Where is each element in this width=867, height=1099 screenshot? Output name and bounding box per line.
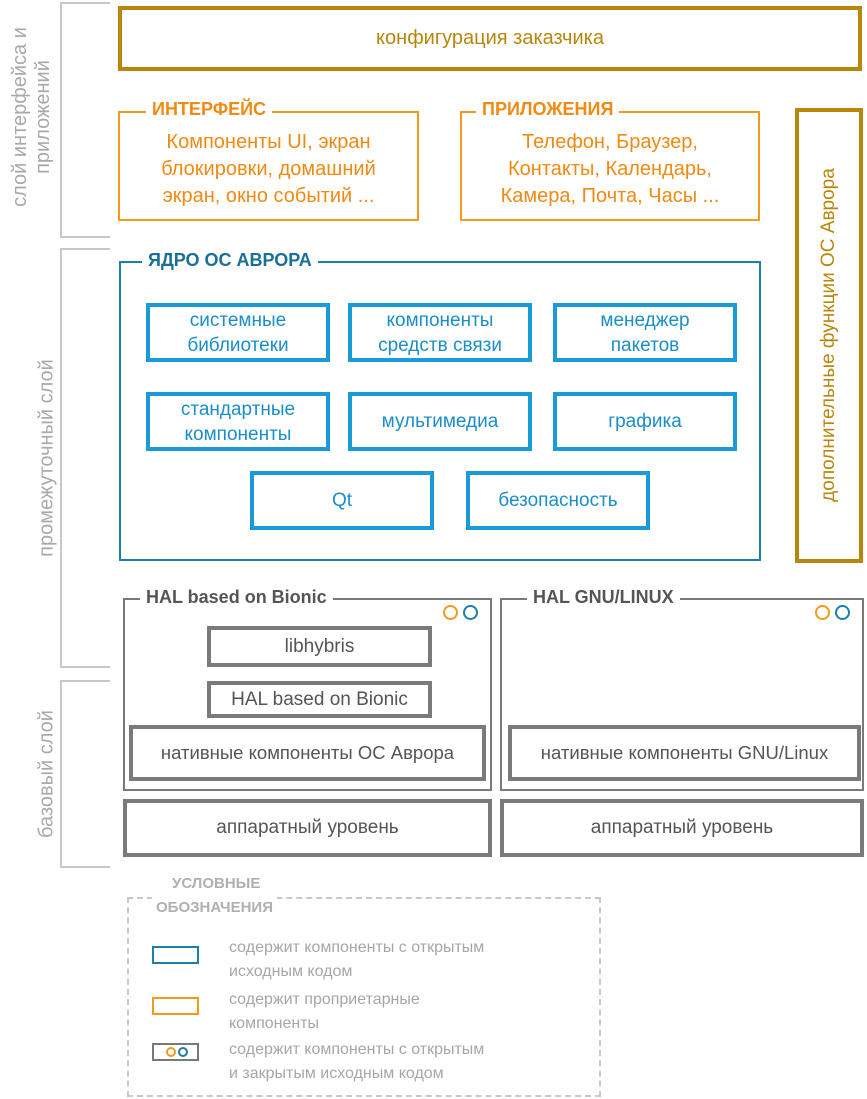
module-package-manager-line1: менеджер <box>600 309 690 331</box>
hal-gnu-frame <box>500 598 864 791</box>
interface-title: ИНТЕРФЕЙС <box>146 99 273 120</box>
proprietary-circle-icon <box>166 1047 176 1057</box>
layer-bracket-base <box>60 680 110 868</box>
module-communication-line2: средств связи <box>378 334 502 356</box>
hardware-left-box: аппаратный уровень <box>123 799 492 857</box>
hal-bionic-mixed-indicator <box>443 604 483 622</box>
proprietary-circle-icon <box>443 605 458 620</box>
legend-item-mixed-line2: и закрытым исходным кодом <box>229 1065 444 1082</box>
interface-line-2: блокировки, домашний <box>161 157 376 180</box>
module-standard-components-line2: компоненты <box>184 423 292 445</box>
interface-line-3: экран, окно событий ... <box>162 184 375 207</box>
module-system-libraries-line2: библиотеки <box>187 334 289 356</box>
layer-label-base: базовый слой <box>35 710 58 838</box>
hal-bionic-box-label: HAL based on Bionic <box>231 688 408 710</box>
legend-item-open-source: содержит компоненты с открытым исходным … <box>229 936 484 984</box>
interface-line-1: Компоненты UI, экран <box>166 130 371 153</box>
extra-functions-box <box>795 108 863 563</box>
apps-line-3: Камера, Почта, Часы ... <box>500 184 720 207</box>
apps-box: Телефон, Браузер, Контакты, Календарь, К… <box>460 111 760 221</box>
kernel-title: ЯДРО ОС АВРОРА <box>142 250 318 271</box>
layer-bracket-ui-apps <box>60 2 110 238</box>
legend-item-proprietary: содержит проприетарные компоненты <box>229 988 420 1036</box>
hal-gnu-title: HAL GNU/LINUX <box>527 587 680 608</box>
hardware-left-label: аппаратный уровень <box>216 817 399 838</box>
legend-mixed-swatch <box>152 1043 199 1061</box>
open-source-circle-icon <box>463 605 478 620</box>
module-qt-label: Qt <box>331 490 353 511</box>
interface-box: Компоненты UI, экран блокировки, домашни… <box>118 111 419 221</box>
legend-proprietary-swatch <box>152 997 199 1015</box>
legend-title: УСЛОВНЫЕ ОБОЗНАЧЕНИЯ <box>152 872 277 920</box>
legend-item-proprietary-line2: компоненты <box>229 1015 320 1032</box>
kernel-frame <box>119 261 761 561</box>
legend-open-source-swatch <box>152 946 199 964</box>
legend-title-line1: УСЛОВНЫЕ <box>172 875 261 892</box>
proprietary-circle-icon <box>815 605 830 620</box>
hardware-right-box: аппаратный уровень <box>500 799 864 857</box>
module-qt: Qt <box>250 471 434 530</box>
module-standard-components: стандартные компоненты <box>146 392 330 451</box>
hardware-right-label: аппаратный уровень <box>590 817 774 838</box>
module-multimedia: мультимедиа <box>348 392 532 451</box>
module-package-manager: менеджер пакетов <box>553 303 737 362</box>
legend-item-open-source-line1: содержит компоненты с открытым <box>229 939 485 956</box>
module-security: безопасность <box>466 471 650 530</box>
module-communication-components: компоненты средств связи <box>348 303 532 362</box>
hal-bionic-box: HAL based on Bionic <box>207 681 432 718</box>
hal-gnu-mixed-indicator <box>815 604 855 622</box>
layer-label-ui-apps: слой интерфейса и приложений <box>9 27 55 207</box>
module-multimedia-label: мультимедиа <box>381 411 499 432</box>
legend-frame <box>127 897 601 1097</box>
layer-label-middle: промежуточный слой <box>35 359 58 557</box>
legend-item-proprietary-line1: содержит проприетарные <box>229 991 420 1008</box>
module-graphics: графика <box>553 392 737 451</box>
module-graphics-label: графика <box>608 411 682 432</box>
libhybris-label: libhybris <box>284 635 355 657</box>
native-aurora-box: нативные компоненты ОС Аврора <box>129 725 486 781</box>
layer-label-ui-apps-line2: приложений <box>32 60 54 174</box>
apps-line-1: Телефон, Браузер, <box>522 130 698 153</box>
native-gnu-label: нативные компоненты GNU/Linux <box>540 742 829 763</box>
open-source-circle-icon <box>178 1047 188 1057</box>
legend-item-mixed: содержит компоненты с открытым и закрыты… <box>229 1038 484 1086</box>
native-aurora-label: нативные компоненты ОС Аврора <box>160 742 455 763</box>
module-security-label: безопасность <box>498 490 618 511</box>
extra-functions-label: дополнительные функции ОС Аврора <box>818 168 840 502</box>
legend-item-mixed-line1: содержит компоненты с открытым <box>229 1041 485 1058</box>
module-system-libraries-line1: системные <box>189 309 287 331</box>
libhybris-box: libhybris <box>207 626 432 667</box>
layer-bracket-middle <box>60 248 110 668</box>
apps-title: ПРИЛОЖЕНИЯ <box>476 99 620 120</box>
hal-bionic-title: HAL based on Bionic <box>140 587 333 608</box>
module-communication-line1: компоненты <box>386 309 494 331</box>
legend-item-open-source-line2: исходным кодом <box>229 963 353 980</box>
open-source-circle-icon <box>835 605 850 620</box>
module-standard-components-line1: стандартные <box>180 398 296 420</box>
apps-line-2: Контакты, Календарь, <box>507 157 712 180</box>
layer-label-ui-apps-line1: слой интерфейса и <box>9 27 31 207</box>
legend-title-line2: ОБОЗНАЧЕНИЯ <box>156 899 273 916</box>
customer-config-label: конфигурация заказчика <box>376 27 604 49</box>
module-package-manager-line2: пакетов <box>610 334 680 356</box>
module-system-libraries: системные библиотеки <box>146 303 330 362</box>
customer-config-box: конфигурация заказчика <box>118 6 862 71</box>
native-gnu-box: нативные компоненты GNU/Linux <box>508 725 861 781</box>
